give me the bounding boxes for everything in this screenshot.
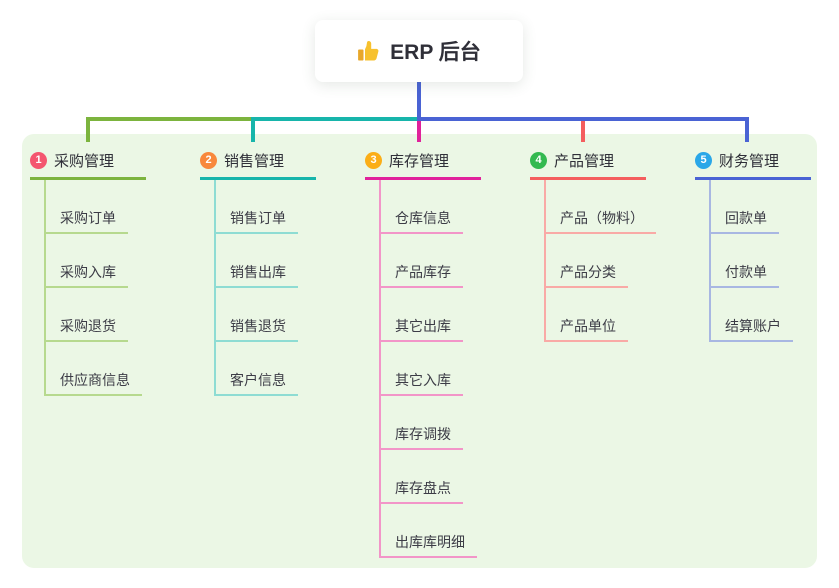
branch-2: 2 销售管理销售订单销售出库销售退货客户信息 (200, 150, 316, 396)
bus-line-segment-2 (251, 117, 421, 121)
branch-children: 回款单付款单结算账户 (709, 180, 793, 342)
branch-header-5[interactable]: 5 财务管理 (695, 150, 811, 180)
bus-line-segment-3 (417, 117, 749, 121)
mindmap-node-child[interactable]: 产品库存 (381, 234, 463, 288)
branch-1: 1 采购管理采购订单采购入库采购退货供应商信息 (30, 150, 146, 396)
branch-children: 仓库信息产品库存其它出库其它入库库存调拨库存盘点出库库明细 (379, 180, 477, 558)
branch-label: 产品管理 (554, 152, 615, 170)
branch-header-3[interactable]: 3 库存管理 (365, 150, 481, 180)
branch-header-1[interactable]: 1 采购管理 (30, 150, 146, 180)
bus-line-segment-1 (86, 117, 255, 121)
branch-label: 采购管理 (54, 152, 115, 170)
branch-label: 财务管理 (719, 152, 780, 170)
branch-3: 3 库存管理仓库信息产品库存其它出库其它入库库存调拨库存盘点出库库明细 (365, 150, 481, 558)
branch-number-badge: 5 (695, 151, 712, 169)
thumbs-up-icon (357, 39, 381, 63)
branch-number-badge: 2 (200, 151, 217, 169)
mindmap-node-child[interactable]: 采购退货 (46, 288, 128, 342)
branch-label: 销售管理 (224, 152, 285, 170)
mindmap-node-child[interactable]: 仓库信息 (381, 180, 463, 234)
mindmap-node-child[interactable]: 其它入库 (381, 342, 463, 396)
mindmap-node-child[interactable]: 库存盘点 (381, 450, 463, 504)
mindmap-node-child[interactable]: 产品分类 (546, 234, 628, 288)
branches-panel (22, 134, 817, 568)
mindmap-node-child[interactable]: 供应商信息 (46, 342, 142, 396)
mindmap-node-child[interactable]: 库存调拨 (381, 396, 463, 450)
mindmap-node-child[interactable]: 采购订单 (46, 180, 128, 234)
root-node[interactable]: ERP 后台 (315, 20, 523, 82)
mindmap-node-child[interactable]: 付款单 (711, 234, 779, 288)
branch-number-badge: 1 (30, 151, 47, 169)
branch-number-badge: 4 (530, 151, 547, 169)
branch-4: 4 产品管理产品（物料）产品分类产品单位 (530, 150, 656, 342)
branch-header-2[interactable]: 2 销售管理 (200, 150, 316, 180)
mindmap-node-child[interactable]: 产品单位 (546, 288, 628, 342)
mindmap-node-child[interactable]: 出库库明细 (381, 504, 477, 558)
root-label: ERP 后台 (390, 41, 481, 64)
branch-children: 采购订单采购入库采购退货供应商信息 (44, 180, 142, 396)
mindmap-node-child[interactable]: 回款单 (711, 180, 779, 234)
mindmap-node-child[interactable]: 销售出库 (216, 234, 298, 288)
branch-5: 5 财务管理回款单付款单结算账户 (695, 150, 811, 342)
branch-label: 库存管理 (389, 152, 450, 170)
mindmap-node-child[interactable]: 产品（物料） (546, 180, 656, 234)
mindmap-node-child[interactable]: 销售订单 (216, 180, 298, 234)
branch-children: 销售订单销售出库销售退货客户信息 (214, 180, 298, 396)
mindmap-node-child[interactable]: 销售退货 (216, 288, 298, 342)
root-trunk-line (417, 82, 421, 121)
branch-number-badge: 3 (365, 151, 382, 169)
mindmap-node-child[interactable]: 其它出库 (381, 288, 463, 342)
branch-children: 产品（物料）产品分类产品单位 (544, 180, 656, 342)
mindmap-node-child[interactable]: 结算账户 (711, 288, 793, 342)
mindmap-node-child[interactable]: 采购入库 (46, 234, 128, 288)
mindmap-node-child[interactable]: 客户信息 (216, 342, 298, 396)
branch-header-4[interactable]: 4 产品管理 (530, 150, 646, 180)
